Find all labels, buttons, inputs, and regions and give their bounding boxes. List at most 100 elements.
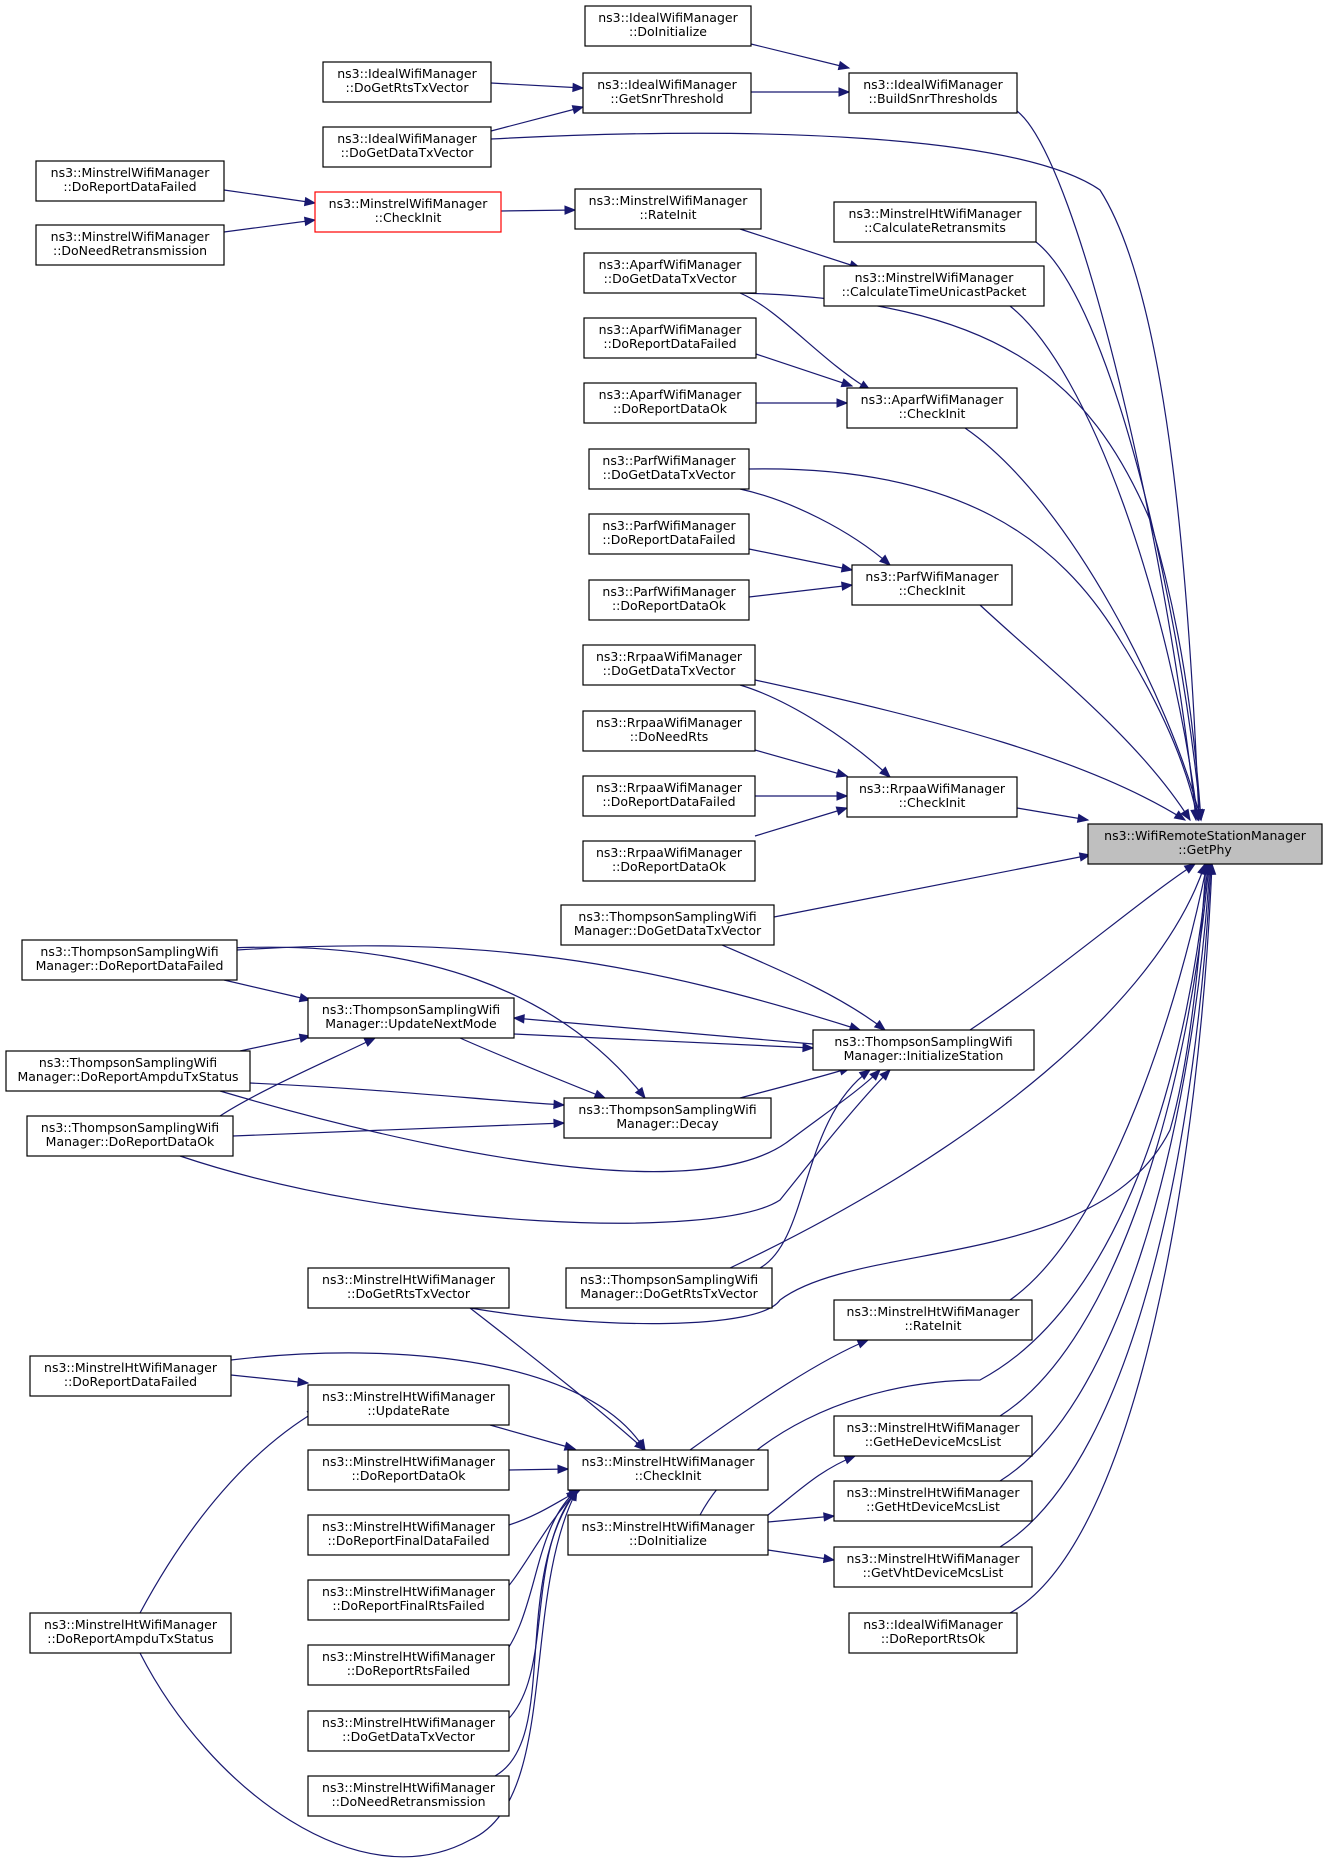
node-rrpaa-data[interactable]: ns3::RrpaaWifiManager::DoGetDataTxVector (582, 644, 756, 686)
edge-line (1016, 807, 1089, 821)
edge-rrpaa-data-to-root (754, 679, 1187, 821)
node-class-label: ns3::MinstrelHtWifiManager (44, 1360, 218, 1375)
node-parf-ok[interactable]: ns3::ParfWifiManager::DoReportDataOk (588, 579, 750, 621)
node-mht-doinit[interactable]: ns3::MinstrelHtWifiManager::DoInitialize (567, 1514, 769, 1556)
node-ideal-data[interactable]: ns3::IdealWifiManager::DoGetDataTxVector (322, 126, 492, 168)
node-mht-he[interactable]: ns3::MinstrelHtWifiManager::GetHeDeviceM… (833, 1415, 1033, 1457)
node-parf-failed[interactable]: ns3::ParfWifiManager::DoReportDataFailed (588, 513, 750, 555)
node-class-label: ns3::MinstrelHtWifiManager (322, 1584, 496, 1599)
node-mht-rts[interactable]: ns3::MinstrelHtWifiManager::DoGetRtsTxVe… (307, 1267, 510, 1309)
edge-line (999, 863, 1210, 1417)
node-min-calctime[interactable]: ns3::MinstrelWifiManager::CalculateTimeU… (823, 265, 1045, 307)
node-ts-ok[interactable]: ns3::ThompsonSamplingWifiManager::DoRepo… (26, 1115, 234, 1157)
node-min-needre[interactable]: ns3::MinstrelWifiManager::DoNeedRetransm… (35, 224, 225, 266)
node-min-rate[interactable]: ns3::MinstrelWifiManager::RateInit (574, 188, 762, 230)
node-min-check[interactable]: ns3::MinstrelWifiManager::CheckInit (314, 191, 502, 233)
node-class-label: ns3::MinstrelWifiManager (51, 165, 211, 180)
node-root[interactable]: ns3::WifiRemoteStationManager::GetPhy (1087, 823, 1323, 865)
node-ideal-snr[interactable]: ns3::IdealWifiManager::GetSnrThreshold (582, 72, 752, 114)
arrowhead (512, 1014, 525, 1024)
edge-line (748, 548, 853, 571)
edge-ideal-snr-to-ideal-build (751, 87, 851, 97)
edge-line (739, 488, 891, 566)
edge-mht-ampdu-to-mht-check (139, 1488, 578, 1858)
edge-rrpaa-ok-to-rrpaa-check (754, 806, 849, 837)
node-box (29, 1355, 232, 1397)
node-box (582, 710, 756, 752)
node-class-label: ns3::MinstrelHtWifiManager (847, 1304, 1021, 1319)
edge-line (748, 584, 853, 598)
node-ts-ampdu[interactable]: ns3::ThompsonSamplingWifiManager::DoRepo… (5, 1050, 251, 1092)
edge-line (232, 1122, 565, 1137)
edge-ideal-doinit-to-ideal-build (750, 43, 851, 71)
node-box (848, 1612, 1018, 1654)
edge-line (754, 749, 848, 777)
node-ideal-build[interactable]: ns3::IdealWifiManager::BuildSnrThreshold… (848, 72, 1018, 114)
node-box (588, 448, 750, 490)
node-box (21, 939, 238, 981)
node-ideal-rts[interactable]: ns3::IdealWifiManager::DoGetRtsTxVector (322, 61, 492, 103)
node-box (1087, 823, 1323, 865)
arrowhead (873, 1019, 887, 1031)
node-aparf-check[interactable]: ns3::AparfWifiManager::CheckInit (846, 387, 1018, 429)
node-mht-finalrts[interactable]: ns3::MinstrelHtWifiManager::DoReportFina… (307, 1579, 510, 1621)
node-mht-ok[interactable]: ns3::MinstrelHtWifiManager::DoReportData… (307, 1449, 510, 1491)
arrowhead (363, 1037, 377, 1047)
edge-mht-update-to-mht-check (489, 1424, 577, 1451)
node-method-label: ::CheckInit (899, 406, 966, 421)
node-method-label: ::CheckInit (635, 1468, 702, 1483)
node-method-label: Manager::DoGetRtsTxVector (580, 1286, 758, 1301)
node-aparf-ok[interactable]: ns3::AparfWifiManager::DoReportDataOk (583, 382, 757, 424)
node-class-label: ns3::ThompsonSamplingWifi (578, 909, 756, 924)
node-parf-data[interactable]: ns3::ParfWifiManager::DoGetDataTxVector (588, 448, 750, 490)
node-mht-calcre[interactable]: ns3::MinstrelHtWifiManager::CalculateRet… (833, 201, 1037, 243)
edge-line (139, 1489, 578, 1858)
node-mht-rtsfailed[interactable]: ns3::MinstrelHtWifiManager::DoReportRtsF… (307, 1644, 510, 1686)
node-mht-check[interactable]: ns3::MinstrelHtWifiManager::CheckInit (567, 1449, 769, 1491)
node-aparf-failed[interactable]: ns3::AparfWifiManager::DoReportDataFaile… (583, 317, 757, 359)
edge-line (755, 353, 853, 387)
node-method-label: ::RateInit (904, 1318, 961, 1333)
node-ts-update[interactable]: ns3::ThompsonSamplingWifiManager::Update… (307, 997, 515, 1039)
node-mht-update[interactable]: ns3::MinstrelHtWifiManager::UpdateRate (307, 1384, 510, 1426)
node-class-label: ns3::ThompsonSamplingWifi (580, 1272, 758, 1287)
node-ts-failed[interactable]: ns3::ThompsonSamplingWifiManager::DoRepo… (21, 939, 238, 981)
edge-line (1009, 863, 1213, 1614)
node-ideal-rtsok[interactable]: ns3::IdealWifiManager::DoReportRtsOk (848, 1612, 1018, 1654)
node-class-label: ns3::MinstrelHtWifiManager (322, 1715, 496, 1730)
node-rrpaa-needrts[interactable]: ns3::RrpaaWifiManager::DoNeedRts (582, 710, 756, 752)
node-class-label: ns3::MinstrelHtWifiManager (322, 1780, 496, 1795)
node-mht-needre[interactable]: ns3::MinstrelHtWifiManager::DoNeedRetran… (307, 1775, 510, 1817)
node-method-label: ::DoReportDataOk (612, 598, 727, 613)
node-box (5, 1050, 251, 1092)
node-mht-data[interactable]: ns3::MinstrelHtWifiManager::DoGetDataTxV… (307, 1710, 510, 1752)
edge-ideal-rtsok-to-root (1009, 862, 1217, 1614)
node-mht-finaldata[interactable]: ns3::MinstrelHtWifiManager::DoReportFina… (307, 1514, 510, 1556)
node-mht-ht[interactable]: ns3::MinstrelHtWifiManager::GetHtDeviceM… (833, 1480, 1033, 1522)
node-mht-ampdu[interactable]: ns3::MinstrelHtWifiManager::DoReportAmpd… (29, 1612, 232, 1654)
node-parf-check[interactable]: ns3::ParfWifiManager::CheckInit (851, 564, 1013, 606)
arrowhead (634, 1086, 646, 1100)
node-ts-init[interactable]: ns3::ThompsonSamplingWifiManager::Initia… (812, 1029, 1035, 1071)
node-ts-rts[interactable]: ns3::ThompsonSamplingWifiManager::DoGetR… (565, 1267, 773, 1309)
node-mht-rateinit[interactable]: ns3::MinstrelHtWifiManager::RateInit (833, 1299, 1033, 1341)
node-rrpaa-check[interactable]: ns3::RrpaaWifiManager::CheckInit (846, 776, 1018, 818)
node-rrpaa-failed[interactable]: ns3::RrpaaWifiManager::DoReportDataFaile… (582, 775, 756, 817)
node-aparf-data[interactable]: ns3::AparfWifiManager::DoGetDataTxVector (583, 252, 757, 294)
edge-min-failed-to-min-check (223, 189, 317, 207)
node-min-failed[interactable]: ns3::MinstrelWifiManager::DoReportDataFa… (35, 160, 225, 202)
node-mht-failed[interactable]: ns3::MinstrelHtWifiManager::DoReportData… (29, 1355, 232, 1397)
arrowhead (878, 554, 892, 566)
node-method-label: ::DoNeedRts (630, 729, 708, 744)
node-box (833, 1480, 1033, 1522)
node-box (307, 1384, 510, 1426)
node-class-label: ns3::MinstrelHtWifiManager (322, 1389, 496, 1404)
node-box (588, 513, 750, 555)
edge-mht-doinit-to-mht-ht (767, 1512, 836, 1523)
node-box (307, 1579, 510, 1621)
node-mht-vht[interactable]: ns3::MinstrelHtWifiManager::GetVhtDevice… (833, 1546, 1033, 1588)
node-rrpaa-ok[interactable]: ns3::RrpaaWifiManager::DoReportDataOk (582, 840, 756, 882)
node-ts-data[interactable]: ns3::ThompsonSamplingWifiManager::DoGetD… (560, 904, 775, 946)
node-ideal-doinit[interactable]: ns3::IdealWifiManager::DoInitialize (584, 5, 752, 47)
